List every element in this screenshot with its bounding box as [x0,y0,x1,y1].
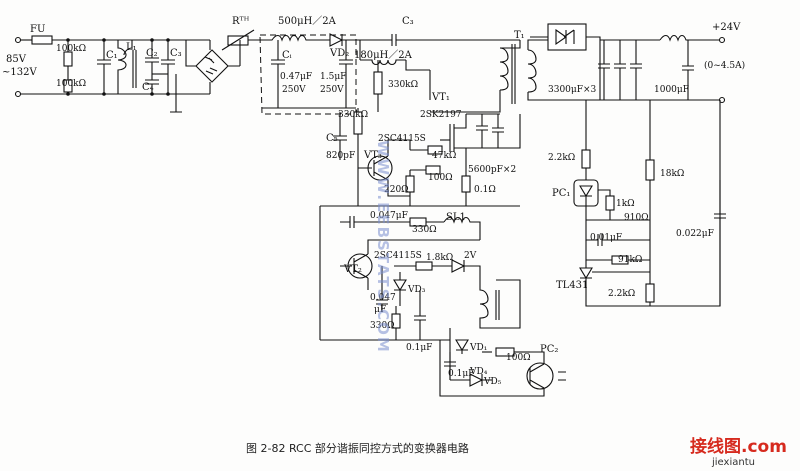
label-r-18k: 1.8kΩ [426,253,453,263]
label-pc2: PC₂ [540,344,558,355]
label-c-0047b: 0.047 [370,293,396,303]
transistor-vt2 [340,160,481,340]
label-c5: C₅ [326,133,338,144]
label-r-100b: 100Ω [506,353,531,363]
label-l1: L₁ [126,42,137,53]
label-c-01uf: 0.1μF [406,343,432,353]
label-r-91k: 91kΩ [618,255,642,265]
label-r-100: 100Ω [428,173,453,183]
label-v-250b: 250V [320,85,344,95]
label-r-47k: 47kΩ [432,151,456,161]
label-c3: C₃ [170,48,182,59]
label-2sc-a: 2SC4115S [378,134,426,144]
label-c2: C₂ [146,48,158,59]
label-tl431: TL431 [556,280,588,291]
label-v-250a: 250V [282,85,306,95]
label-r-910: 910Ω [624,213,649,223]
label-r-22k-a: 2.2kΩ [548,153,575,163]
label-ci: Cᵢ [282,50,292,61]
watermark-text: WWW.EEBSTATS.COM [374,140,392,354]
label-c-001: 0.01μF [590,233,622,243]
label-c-3300: 3300μF×3 [548,85,597,95]
figure-caption: 图 2-82 RCC 部分谐振同控方式的变换器电路 [246,441,469,455]
label-r-18k-b: 18kΩ [660,169,684,179]
label-t1: T₁ [514,30,525,41]
label-c-5600: 5600pF×2 [468,165,516,175]
label-c-15: 1.5μF [320,72,346,82]
label-vd5: VD₅ [483,377,502,387]
label-c-047: 0.47μF [280,72,312,82]
label-rth: Rᵀᴴ [232,16,250,27]
label-r-1k: 1kΩ [616,199,635,209]
label-c-0047: 0.047μF [370,211,408,221]
label-2sk2197: 2SK2197 [420,110,462,120]
label-out-i: (0~4.5A) [704,60,745,71]
site-logo-sub: jiexiantu [711,457,755,468]
label-r-input-2: 100kΩ [56,79,86,89]
label-r-330k: 330kΩ [388,80,418,90]
label-c-top: C₃ [402,16,414,27]
label-vd1: VD₁ [469,343,487,353]
label-l-180uh: 180μH／2A [354,49,413,61]
output-rectifier [527,23,726,104]
label-c-1000: 1000μF [654,85,689,95]
label-vd4: VD₄ [469,367,488,377]
label-c-01uf-b: 0.1μF [448,369,474,379]
label-vt1: VT₁ [431,92,450,103]
label-vd2: VD₂ [329,48,349,59]
label-r-330k-b: 330kΩ [338,110,368,120]
label-c4: C₄ [142,82,154,93]
label-r-01: 0.1Ω [474,185,496,195]
mosfet-vt1 [373,60,521,206]
label-vt2: VT₂ [343,264,362,275]
input-filter [14,35,240,113]
rth-thermistor [221,29,262,66]
label-input-voltage: 85V [6,54,27,65]
label-sl1: SL1 [446,212,466,223]
transistor-vt3 [333,108,415,206]
label-c1: C₁ [106,50,118,61]
label-vt3: VT₃ [363,150,382,161]
label-2sc-b: 2SC4115S [374,251,422,261]
label-r-220: 220Ω [384,185,409,195]
top-rail [359,34,521,113]
fuse-symbol [31,35,53,45]
site-logo: 接线图.com [690,436,787,457]
label-r-330b: 330Ω [370,321,395,331]
label-r-330: 330Ω [412,225,437,235]
component-labels: FU 85V ~132V 100kΩ 100kΩ C₁ L₁ C₂ C₃ C₄ … [2,15,745,387]
label-out-v: +24V [712,22,741,33]
label-fuse: FU [30,24,45,35]
label-c-0022: 0.022μF [676,229,714,239]
label-r-input-1: 100kΩ [56,44,86,54]
label-c-0047b-unit: μF [374,305,386,315]
label-input-range: ~132V [2,67,37,78]
label-l-500uh: 500μH／2A [278,15,337,27]
label-v-2v: 2V [464,251,477,261]
feedback-network [573,100,726,307]
aux-winding [320,279,566,397]
label-c5-val: 820pF [326,151,355,161]
label-r-22k-b: 2.2kΩ [608,289,635,299]
label-vd3: VD₃ [407,285,426,295]
label-pc1: PC₁ [552,188,570,199]
